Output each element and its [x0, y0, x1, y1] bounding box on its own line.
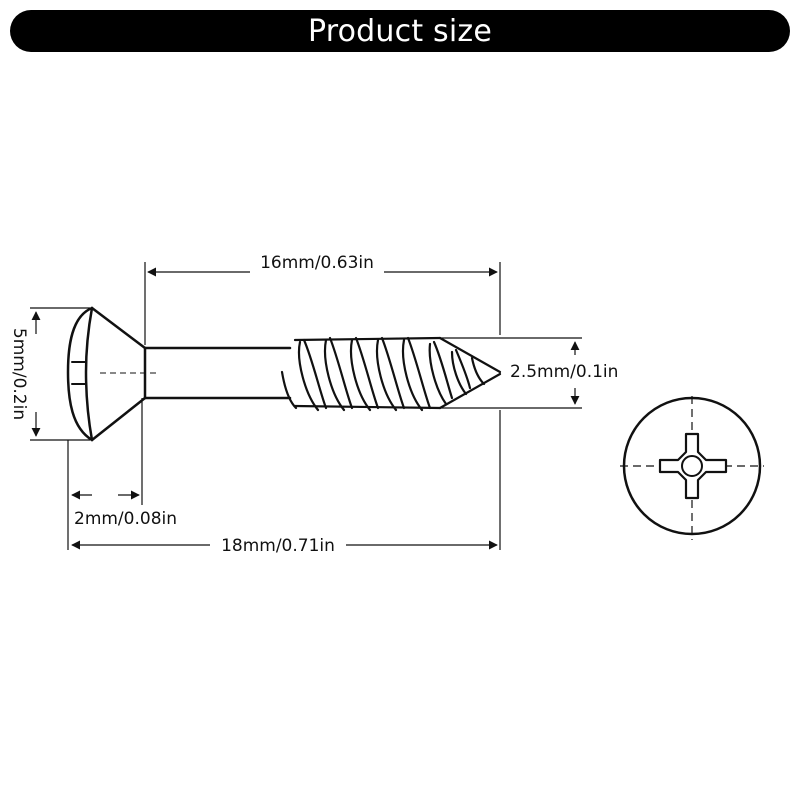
label-total-length: 18mm/0.71in: [221, 536, 335, 556]
phillips-head-top-view: [620, 396, 764, 540]
screw-head: [66, 306, 147, 442]
phillips-cross-icon: [658, 432, 728, 500]
label-head-diameter: 5mm/0.2in: [9, 328, 29, 420]
label-tip-diameter: 2.5mm/0.1in: [510, 362, 618, 382]
dim-shank-length: [144, 262, 501, 345]
screw-thread: [280, 336, 502, 412]
dim-head-diameter: [30, 307, 90, 441]
screw-shank: [143, 346, 292, 400]
label-shank-length: 16mm/0.63in: [260, 253, 374, 273]
dim-total-length: [71, 410, 501, 550]
label-head-height: 2mm/0.08in: [74, 509, 177, 529]
dim-head-height: [67, 398, 143, 550]
dim-tip-diameter: [440, 337, 582, 409]
page-title: Product size: [307, 13, 492, 49]
title-banner: Product size: [10, 10, 790, 52]
